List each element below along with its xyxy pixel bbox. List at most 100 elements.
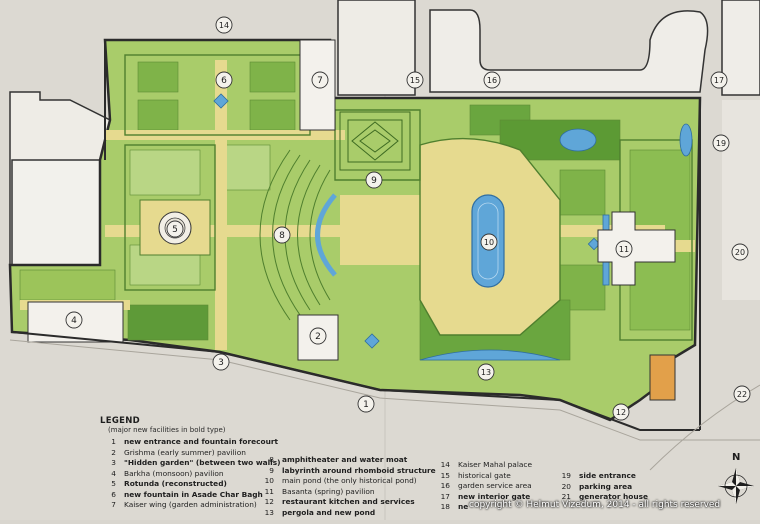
legend-item-2: 2 Grishma (early summer) pavilion	[100, 448, 246, 457]
compass-rose-icon	[718, 468, 754, 504]
svg-text:16: 16	[487, 76, 497, 85]
legend-item-text: restaurant kitchen and services	[282, 497, 415, 506]
legend-item-number: 5	[111, 479, 116, 488]
marker-9: 9	[365, 171, 383, 189]
svg-text:20: 20	[735, 248, 745, 257]
marker-13: 13	[477, 363, 495, 381]
marker-11: 11	[615, 240, 633, 258]
legend-item-text: "Hidden garden" (between two walls)	[124, 458, 281, 467]
legend-item-14: 14 Kaiser Mahal palace	[434, 460, 532, 469]
svg-text:12: 12	[616, 408, 626, 417]
legend-item-12: 12 restaurant kitchen and services	[258, 497, 415, 506]
svg-text:17: 17	[714, 76, 724, 85]
legend-item-text: parking area	[579, 481, 633, 491]
legend-item-8: 8 amphitheater and water moat	[258, 455, 407, 464]
labyrinth	[339, 111, 411, 171]
legend-item-number: 14	[440, 460, 450, 469]
marker-12: 12	[612, 403, 630, 421]
legend-item-text: Kaiser Mahal palace	[458, 460, 533, 469]
legend-item-number: 4	[111, 468, 116, 478]
svg-text:15: 15	[410, 76, 420, 85]
marker-22: 22	[733, 385, 751, 403]
legend-item-text: Basanta (spring) pavilion	[282, 486, 375, 496]
legend-item-text: Kaiser wing (garden administration)	[124, 500, 257, 509]
legend-item-6: 6 new fountain in Asade Char Bagh	[100, 490, 263, 499]
svg-text:4: 4	[71, 316, 77, 326]
svg-text:10: 10	[484, 238, 494, 247]
legend-subtitle: (major new facilities in bold type)	[108, 426, 226, 434]
legend-item-number: 2	[111, 447, 116, 457]
legend-item-number: 10	[264, 476, 274, 485]
legend-item-text: Barkha (monsoon) pavilion	[124, 468, 224, 478]
legend-item-number: 13	[264, 507, 274, 517]
marker-5: 5	[166, 220, 184, 238]
legend-item-9: 9 labyrinth around rhomboid structure	[258, 465, 436, 475]
legend-item-text: amphitheater and water moat	[282, 455, 408, 464]
legend-item-number: 19	[561, 471, 571, 480]
svg-text:5: 5	[172, 225, 178, 235]
svg-text:11: 11	[619, 245, 629, 254]
legend-item-1: 1 new entrance and fountain forecourt	[100, 437, 278, 446]
marker-3: 3	[212, 353, 230, 371]
legend-item-text: new interior gate	[458, 491, 531, 501]
marker-2: 2	[309, 327, 327, 345]
marker-10: 10	[480, 233, 498, 251]
svg-text:1: 1	[363, 400, 369, 410]
legend-item-text: side entrance	[579, 471, 636, 480]
legend-item-number: 17	[440, 491, 450, 501]
legend-item-number: 8	[269, 455, 274, 464]
legend-item-3: 3 "Hidden garden" (between two walls)	[100, 458, 280, 467]
legend-item-18: 18 ne	[434, 502, 469, 511]
legend-item-5: 5 Rotunda (reconstructed)	[100, 479, 227, 488]
legend-item-number: 3	[111, 458, 116, 467]
svg-text:6: 6	[221, 76, 227, 86]
legend-item-number: 15	[440, 470, 450, 480]
svg-text:13: 13	[481, 368, 491, 377]
svg-text:2: 2	[315, 332, 321, 342]
legend-item-number: 1	[111, 437, 116, 446]
legend-item-7: 7 Kaiser wing (garden administration)	[100, 500, 257, 509]
legend-item-19: 19 side entrance	[555, 471, 636, 480]
legend-item-number: 16	[440, 481, 450, 490]
svg-text:22: 22	[737, 390, 747, 399]
legend-item-number: 9	[269, 465, 274, 475]
north-label: N	[732, 452, 741, 463]
legend-item-4: 4 Barkha (monsoon) pavilion	[100, 468, 224, 478]
legend-item-text: ne	[458, 502, 469, 511]
legend-item-number: 18	[440, 502, 450, 511]
marker-7: 7	[311, 71, 329, 89]
svg-text:8: 8	[279, 231, 285, 241]
marker-16: 16	[483, 71, 501, 89]
copyright-notice: copyright © Helmut Vizedum, 2014 - all r…	[469, 500, 721, 510]
legend-item-number: 12	[264, 497, 274, 506]
legend-item-16: 16 garden service area	[434, 481, 532, 490]
svg-text:9: 9	[371, 176, 377, 186]
legend-item-text: new entrance and fountain forecourt	[124, 437, 279, 446]
legend-item-text: new fountain in Asade Char Bagh	[124, 489, 263, 499]
marker-6: 6	[215, 71, 233, 89]
legend-item-number: 20	[561, 481, 571, 491]
marker-20: 20	[731, 243, 749, 261]
legend-item-number: 7	[111, 500, 116, 509]
legend-item-text: labyrinth around rhomboid structure	[282, 465, 436, 475]
legend-item-11: 11 Basanta (spring) pavilion	[258, 487, 375, 496]
marker-15: 15	[406, 71, 424, 89]
legend-item-text: Rotunda (reconstructed)	[124, 479, 227, 488]
legend-item-20: 20 parking area	[555, 481, 633, 491]
svg-text:3: 3	[218, 358, 224, 368]
legend-item-text: main pond (the only historical pond)	[282, 476, 417, 485]
svg-text:19: 19	[716, 139, 726, 148]
water-moat	[315, 193, 337, 277]
marker-1: 1	[357, 395, 375, 413]
marker-19: 19	[712, 134, 730, 152]
legend-item-number: 11	[264, 486, 274, 496]
legend-item-text: Grishma (early summer) pavilion	[124, 447, 246, 457]
walls	[11, 40, 701, 431]
legend-item-number: 6	[111, 489, 116, 499]
svg-text:7: 7	[317, 76, 323, 86]
legend-item-text: garden service area	[458, 481, 532, 490]
